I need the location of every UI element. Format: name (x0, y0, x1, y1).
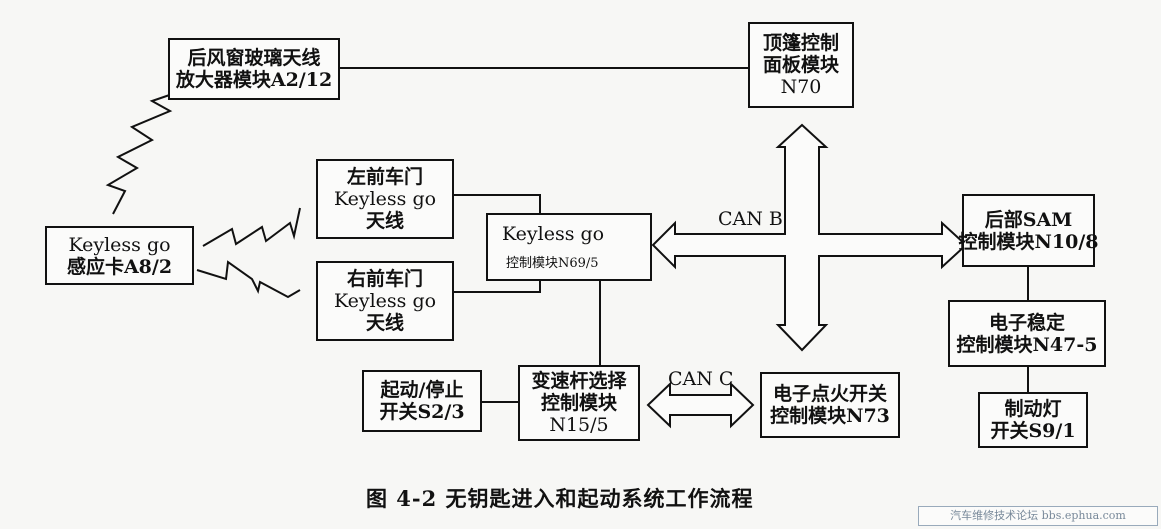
right-door-line2: Keyless go (333, 290, 437, 312)
brake-light-switch-box: 制动灯 开关S9/1 (978, 392, 1088, 448)
wireless-signal-2 (202, 207, 301, 247)
start-stop-switch-box: 起动/停止 开关S2/3 (362, 370, 482, 432)
line-rightdoor-n69 (454, 281, 541, 293)
rear-sam-line1: 后部SAM (984, 208, 1073, 231)
left-door-line2: Keyless go (333, 188, 437, 210)
rear-window-antenna-box: 后风窗玻璃天线 放大器模块A2/12 (168, 38, 340, 100)
right-door-line1: 右前车门 (346, 268, 423, 290)
left-door-line3: 天线 (365, 210, 404, 232)
brake-line1: 制动灯 (1004, 398, 1062, 420)
wireless-signal-1 (105, 87, 191, 215)
ignition-line1: 电子点火开关 (772, 383, 887, 405)
esp-module-box: 电子稳定 控制模块N47-5 (948, 300, 1106, 367)
right-door-line3: 天线 (365, 312, 404, 334)
gear-line1: 变速杆选择 (531, 370, 627, 392)
rear-window-line1: 后风窗玻璃天线 (187, 47, 321, 69)
ignition-line2: 控制模块N73 (770, 405, 890, 427)
start-stop-line2: 开关S2/3 (379, 401, 465, 423)
watermark: 汽车维修技术论坛 bbs.ephua.com (918, 506, 1158, 526)
keycard-line2: 感应卡A8/2 (66, 255, 173, 278)
esp-line2: 控制模块N47-5 (956, 333, 1098, 356)
gear-selector-module-box: 变速杆选择 控制模块 N15/5 (518, 365, 640, 441)
can-c-arrow (646, 381, 755, 429)
gear-line3: N15/5 (549, 414, 609, 436)
wireless-signal-3 (196, 260, 301, 299)
start-stop-line1: 起动/停止 (380, 379, 464, 401)
left-door-line1: 左前车门 (346, 166, 423, 188)
ignition-switch-module-box: 电子点火开关 控制模块N73 (760, 372, 900, 438)
can-b-label: CAN B (718, 208, 783, 230)
keyless-go-control-module-box: Keyless go 控制模块N69/5 (486, 213, 652, 281)
n69-line1: Keyless go (502, 223, 605, 245)
roof-line1: 顶篷控制 (762, 32, 839, 54)
gear-line2: 控制模块 (540, 392, 617, 414)
keyless-card-box: Keyless go 感应卡A8/2 (45, 226, 194, 285)
can-c-label: CAN C (668, 368, 734, 390)
n69-line2: 控制模块N69/5 (506, 256, 599, 271)
can-b-arrow-network (651, 123, 968, 352)
keycard-line1: Keyless go (68, 233, 171, 256)
right-front-door-antenna-box: 右前车门 Keyless go 天线 (316, 261, 454, 341)
roof-control-panel-box: 顶篷控制 面板模块 N70 (748, 22, 854, 108)
roof-line3: N70 (780, 76, 822, 98)
roof-line2: 面板模块 (762, 54, 839, 76)
figure-caption: 图 4-2 无钥匙进入和起动系统工作流程 (366, 486, 754, 511)
esp-line1: 电子稳定 (988, 311, 1065, 334)
rear-sam-module-box: 后部SAM 控制模块N10/8 (959, 194, 1098, 267)
brake-line2: 开关S9/1 (990, 420, 1076, 442)
left-front-door-antenna-box: 左前车门 Keyless go 天线 (316, 159, 454, 239)
rear-sam-line2: 控制模块N10/8 (958, 230, 1099, 253)
rear-window-line2: 放大器模块A2/12 (175, 69, 333, 91)
line-leftdoor-n69 (454, 194, 541, 213)
